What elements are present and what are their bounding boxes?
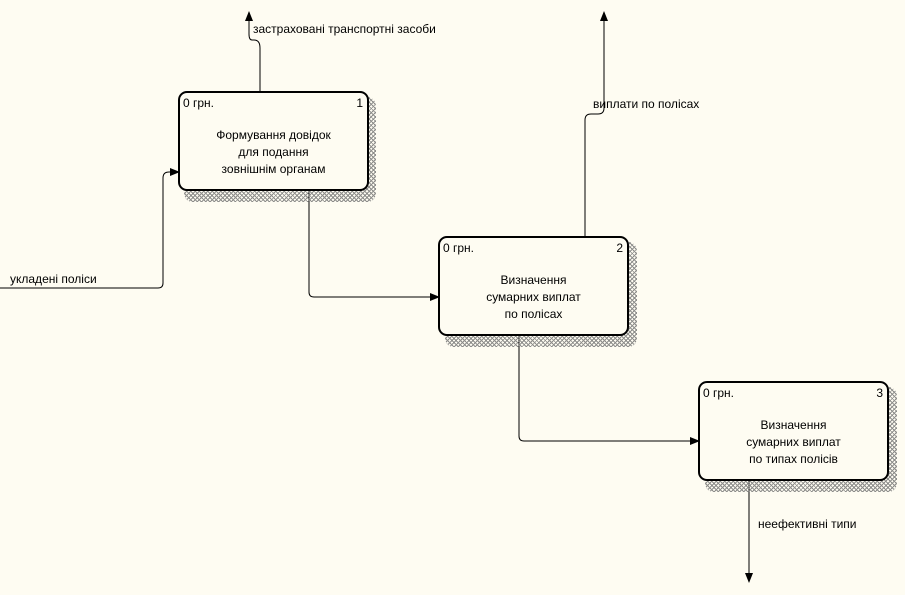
arrow-label-output-insured: застраховані транспортні засоби xyxy=(253,22,436,36)
arrow-input-policies[interactable] xyxy=(0,168,180,289)
arrow-label-output-payments: виплати по полісах xyxy=(593,97,700,111)
activity-cost: 0 грн. xyxy=(703,386,735,400)
arrow-box1-to-box2[interactable] xyxy=(308,190,440,301)
activity-cost: 0 грн. xyxy=(443,241,475,255)
activity-box-3[interactable]: 0 грн. 3 Визначення сумарних виплат по т… xyxy=(698,381,889,481)
arrow-output-insured[interactable] xyxy=(245,11,261,91)
activity-cost: 0 грн. xyxy=(183,96,215,110)
activity-title: Визначення сумарних виплат по типах полі… xyxy=(746,418,841,466)
activity-title: Формування довідок для подання зовнішнім… xyxy=(216,128,331,176)
arrow-label-input-policies: укладені поліси xyxy=(10,272,97,286)
arrow-label-output-ineffective: неефективні типи xyxy=(758,517,857,531)
activity-title: Визначення сумарних виплат по полісах xyxy=(486,273,581,321)
activity-number: 2 xyxy=(616,241,623,255)
activity-number: 3 xyxy=(876,386,883,400)
arrow-box2-to-box3[interactable] xyxy=(518,335,700,445)
activity-box-1[interactable]: 0 грн. 1 Формування довідок для подання … xyxy=(178,91,369,191)
arrow-output-payments[interactable] xyxy=(584,11,608,236)
activity-number: 1 xyxy=(356,96,363,110)
activity-box-2[interactable]: 0 грн. 2 Визначення сумарних виплат по п… xyxy=(438,236,629,336)
